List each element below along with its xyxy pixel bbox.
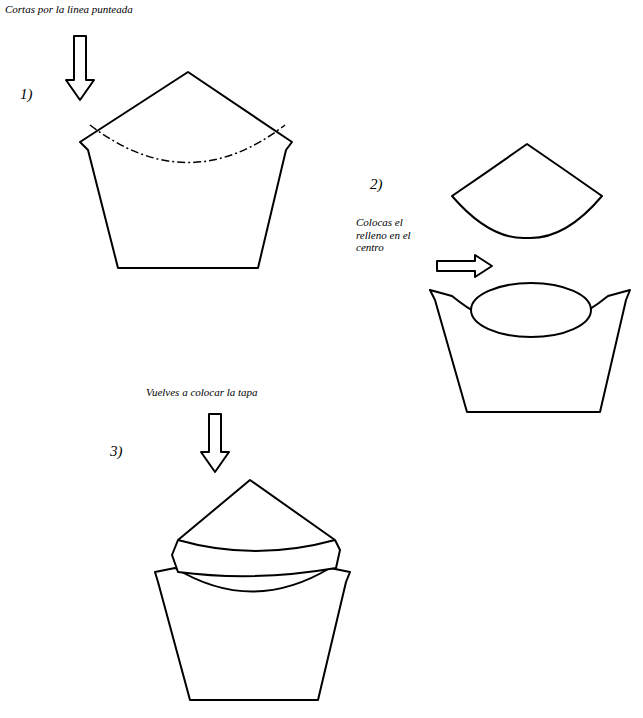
hollow-arrow (66, 36, 94, 100)
hollow-arrow (437, 255, 492, 277)
instruction-text: Vuelves a colocar la tapa (146, 386, 346, 399)
pastry-lid (452, 144, 602, 238)
step-number: 1) (20, 86, 60, 103)
hollow-arrow (201, 414, 229, 472)
cut-line (90, 125, 285, 163)
pastry-shape (80, 72, 292, 268)
lid-edge (178, 540, 335, 551)
instruction-text: Cortas por la linea punteada (5, 3, 205, 16)
step-number: 2) (370, 176, 410, 193)
pastry-lid (172, 480, 340, 576)
instruction-text: Colocas el relleno en el centro (356, 216, 434, 254)
step-number: 3) (110, 443, 150, 460)
pastry-base (155, 568, 350, 700)
filling (471, 283, 591, 337)
